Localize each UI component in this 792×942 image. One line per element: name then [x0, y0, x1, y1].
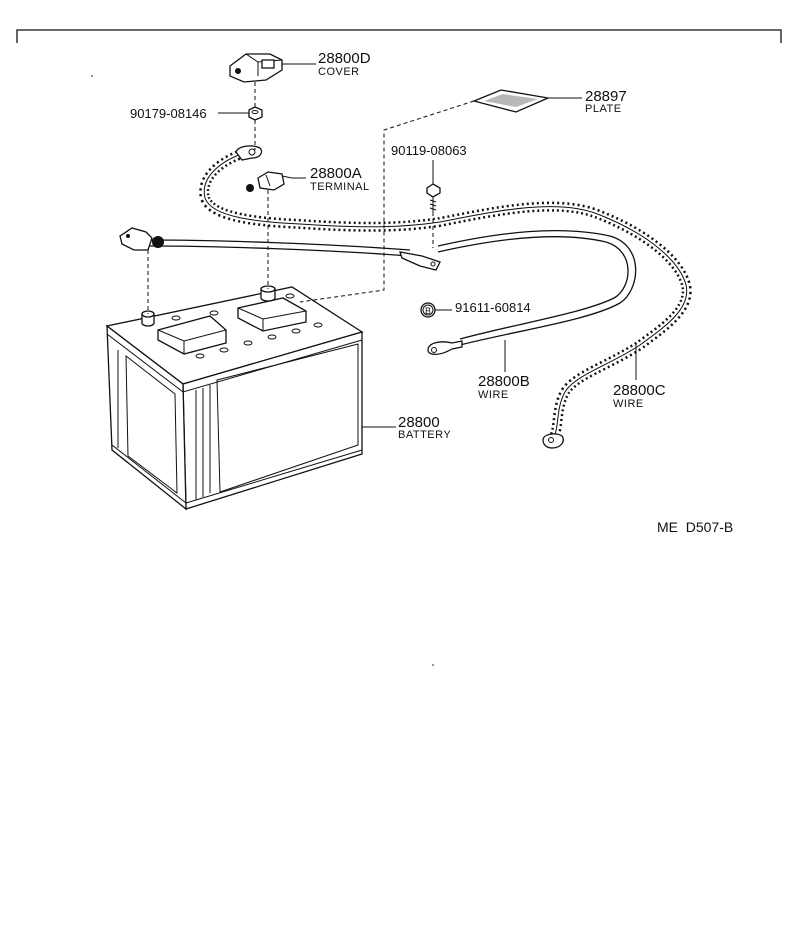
label-battery: 28800 BATTERY	[398, 414, 451, 441]
clip-part-number: 91611-60814	[455, 300, 531, 315]
reference-code: ME D507-B	[657, 519, 733, 535]
nut-part	[248, 106, 263, 121]
nut-part-number: 90179-08146	[130, 106, 207, 121]
bolt-part	[426, 183, 441, 212]
cover-part-number: 28800D	[318, 50, 371, 67]
plate-part-number: 28897	[585, 88, 627, 105]
wire-b-part-name: WIRE	[478, 389, 509, 401]
wire-c-part-number: 28800C	[613, 382, 666, 399]
label-plate: 28897 PLATE	[585, 88, 627, 115]
leader-lines	[218, 63, 637, 428]
speck	[432, 664, 434, 666]
battery-drawing	[105, 285, 364, 511]
wire-b-part-number: 28800B	[478, 373, 530, 390]
cover-part-name: COVER	[318, 66, 360, 78]
svg-text:B: B	[425, 306, 431, 316]
cover-part	[229, 53, 283, 83]
bolt-part-number: 90119-08063	[391, 143, 467, 158]
label-cover: 28800D COVER	[318, 50, 371, 78]
dashed-guides	[147, 82, 475, 314]
speck	[91, 75, 93, 77]
terminal-part-name: TERMINAL	[310, 181, 370, 193]
plate-part-name: PLATE	[585, 103, 622, 115]
battery-part-number: 28800	[398, 414, 440, 431]
label-terminal: 28800A TERMINAL	[310, 165, 370, 193]
label-wire-c: 28800C WIRE	[613, 382, 666, 410]
battery-part-name: BATTERY	[398, 429, 451, 441]
terminal-part	[246, 171, 293, 192]
frame-bracket	[16, 29, 782, 43]
clip-marker: B	[420, 302, 452, 318]
plate-part	[471, 89, 551, 113]
terminal-part-number: 28800A	[310, 165, 362, 182]
wire-b-cable	[119, 227, 637, 356]
wire-c-cable	[199, 145, 692, 449]
wire-c-part-name: WIRE	[613, 398, 644, 410]
label-wire-b: 28800B WIRE	[478, 373, 530, 401]
